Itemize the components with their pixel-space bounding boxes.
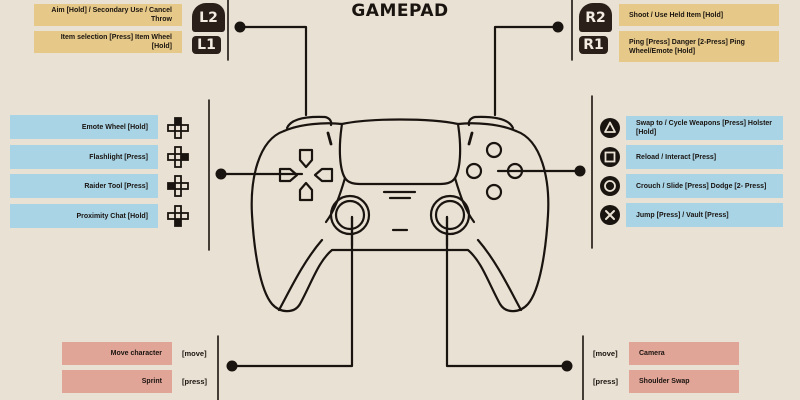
square-icon [600, 147, 620, 167]
right-stick-move-action-label: Camera [629, 342, 739, 365]
cross-icon [600, 205, 620, 225]
r2-action-label: Shoot / Use Held Item [Hold] [619, 4, 779, 26]
dpad-right-icon [167, 146, 189, 168]
circle-action-label: Crouch / Slide [Press] Dodge [2- Press] [626, 174, 783, 198]
left-stick-press-input: [press] [182, 377, 208, 386]
cross-action-label: Jump [Press] / Vault [Press] [626, 203, 783, 227]
r1-action-label: Ping [Press] Danger [2-Press] Ping Wheel… [619, 31, 779, 62]
r2-button-badge: R2 [579, 3, 612, 32]
l1-button-badge: L1 [192, 36, 221, 54]
dpad-left-action-label: Raider Tool [Press] [10, 174, 158, 198]
triangle-action-label: Swap to / Cycle Weapons [Press] Holster … [626, 116, 783, 140]
l2-button-badge: L2 [192, 3, 225, 32]
dpad-up-action-label: Emote Wheel [Hold] [10, 115, 158, 139]
dpad-up-icon [167, 117, 189, 139]
dpad-down-icon [167, 205, 189, 227]
left-stick-move-input: [move] [182, 349, 207, 358]
l1-action-label: Item selection [Press] Item Wheel [Hold] [34, 31, 182, 53]
right-stick-press-input: [press] [593, 377, 619, 386]
circle-icon [600, 176, 620, 196]
page-title: GAMEPAD [351, 1, 449, 21]
dpad-right-action-label: Flashlight [Press] [10, 145, 158, 169]
left-stick-move-action-label: Move character [62, 342, 172, 365]
square-action-label: Reload / Interact [Press] [626, 145, 783, 169]
dpad-down-action-label: Proximity Chat [Hold] [10, 204, 158, 228]
l2-action-label: Aim [Hold] / Secondary Use / Cancel Thro… [34, 4, 182, 26]
triangle-icon [600, 118, 620, 138]
left-stick-press-action-label: Sprint [62, 370, 172, 393]
right-stick-move-input: [move] [593, 349, 618, 358]
dpad-left-icon [167, 175, 189, 197]
right-stick-press-action-label: Shoulder Swap [629, 370, 739, 393]
r1-button-badge: R1 [579, 36, 608, 54]
